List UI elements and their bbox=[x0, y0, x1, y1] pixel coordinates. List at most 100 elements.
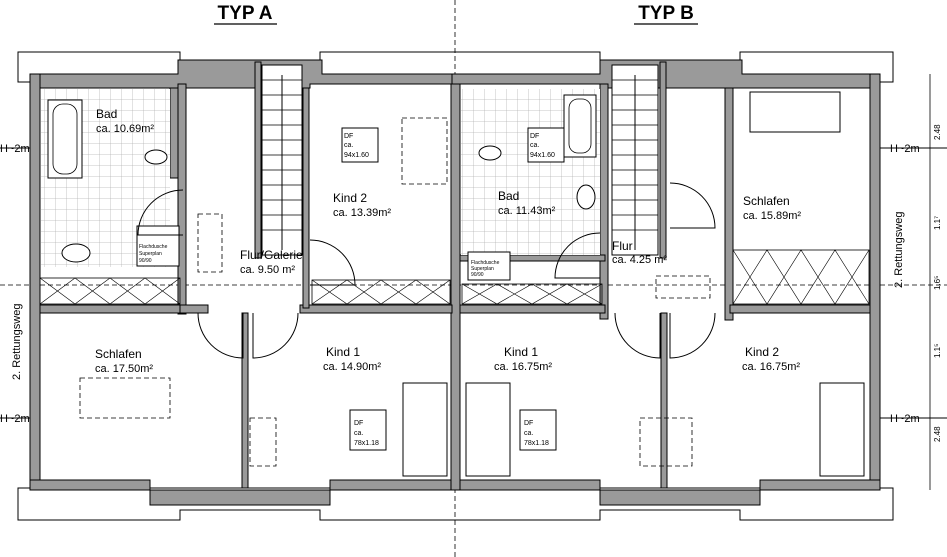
b-shower-l3: 90/90 bbox=[471, 272, 484, 278]
a-shower-l1: Flachdusche bbox=[139, 244, 168, 250]
b-shower bbox=[467, 251, 511, 281]
b-bad-name: Bad bbox=[498, 189, 519, 203]
a-skytop-ca: ca. bbox=[344, 142, 353, 149]
b-stairs bbox=[611, 64, 659, 256]
h2-left-top: H~2m bbox=[0, 143, 30, 155]
b-escape-route: 2. Rettungsweg bbox=[893, 212, 905, 288]
b-kind1-name: Kind 1 bbox=[504, 345, 538, 359]
a-schlafen-bed bbox=[79, 377, 171, 419]
b-schlafen-name: Schlafen bbox=[743, 194, 790, 208]
b-kind1-door bbox=[614, 312, 661, 359]
wall-b-stair-right bbox=[659, 61, 667, 259]
b-shower-l2: Superplan bbox=[471, 266, 494, 272]
b-kind2-door bbox=[669, 312, 716, 359]
a-kind1-desk bbox=[249, 417, 277, 467]
wall-a-schlafen-top2 bbox=[39, 304, 181, 314]
dim-2: 1.1⁷ bbox=[933, 216, 942, 230]
a-shower bbox=[136, 225, 180, 267]
b-gallery-hatch bbox=[461, 249, 870, 305]
wall-top-a bbox=[29, 59, 459, 89]
wall-a-kind2-left bbox=[302, 87, 310, 309]
title-typ-b: TYP B bbox=[638, 3, 694, 24]
party-wall bbox=[450, 83, 461, 491]
a-skybot-size: 78x1.18 bbox=[354, 440, 379, 447]
a-shower-l3: 90/90 bbox=[139, 258, 152, 264]
wall-bottom bbox=[29, 479, 881, 506]
a-schlafen-name: Schlafen bbox=[95, 347, 142, 361]
a-skybot-df: DF bbox=[354, 420, 363, 427]
a-bath-door bbox=[137, 189, 184, 236]
b-skylight-bottom bbox=[519, 409, 557, 451]
wall-a-kind1-left bbox=[241, 312, 249, 489]
a-bathtub-inner bbox=[52, 103, 78, 175]
b-kind1-bed bbox=[465, 382, 511, 477]
roof-bottom-outline bbox=[17, 487, 894, 521]
a-gallery-hatch bbox=[39, 277, 451, 305]
b-flur-area: ca. 4.25 m² bbox=[612, 254, 667, 266]
b-toilet bbox=[478, 145, 502, 161]
b-skybot-ca: ca. bbox=[524, 430, 533, 437]
b-schlafen-door bbox=[669, 182, 716, 229]
a-skylight-top bbox=[341, 127, 379, 163]
b-schlafen-bed bbox=[749, 91, 841, 133]
a-flur-area: ca. 9.50 m² bbox=[240, 264, 295, 276]
dim-4: 1.1⁵ bbox=[933, 344, 942, 358]
b-skytop-df: DF bbox=[530, 133, 539, 140]
wall-a-bath-right bbox=[169, 87, 179, 179]
b-shower-l1: Flachdusche bbox=[471, 260, 500, 266]
a-shower-l2: Superplan bbox=[139, 251, 162, 257]
a-flur-shelf bbox=[197, 213, 223, 273]
wall-b-kind2-top bbox=[729, 304, 871, 314]
a-escape-route: 2. Rettungsweg bbox=[11, 304, 23, 380]
dim-1: 2.48 bbox=[933, 124, 942, 140]
wall-a-stair-left bbox=[254, 61, 262, 259]
b-skybot-df: DF bbox=[524, 420, 533, 427]
wall-left bbox=[29, 73, 41, 490]
a-skylight-bottom bbox=[349, 409, 387, 451]
a-kind1-door bbox=[252, 312, 299, 359]
b-kind2-area: ca. 16.75m² bbox=[742, 361, 800, 373]
b-sink bbox=[576, 184, 596, 210]
a-kind2-bed bbox=[401, 117, 448, 185]
b-schlafen-area: ca. 15.89m² bbox=[743, 210, 801, 222]
a-kind1-bed bbox=[402, 382, 448, 477]
b-flur-shelf bbox=[655, 275, 711, 299]
a-kind1-area: ca. 14.90m² bbox=[323, 361, 381, 373]
b-skybot-size: 78x1.18 bbox=[524, 440, 549, 447]
wall-b-kind-divider bbox=[660, 312, 668, 489]
wall-a-schlafen-top bbox=[177, 304, 209, 314]
a-sink bbox=[61, 243, 91, 263]
b-bath-door bbox=[554, 232, 601, 279]
b-kind2-bed bbox=[819, 382, 865, 477]
b-kind2-name: Kind 2 bbox=[745, 345, 779, 359]
b-bathtub-inner bbox=[568, 98, 592, 154]
b-desks bbox=[639, 417, 693, 467]
a-bad-name: Bad bbox=[96, 107, 117, 121]
h2-left-bottom: H~2m bbox=[0, 413, 30, 425]
wall-a-kind1-top bbox=[299, 304, 453, 314]
wall-b-schlafen-left bbox=[724, 87, 734, 321]
b-kind1-area: ca. 16.75m² bbox=[494, 361, 552, 373]
a-skytop-df: DF bbox=[344, 133, 353, 140]
b-bad-area: ca. 11.43m² bbox=[498, 205, 556, 217]
a-skybot-ca: ca. bbox=[354, 430, 363, 437]
b-skytop-size: 94x1.60 bbox=[530, 152, 555, 159]
wall-a-bath-corridor bbox=[177, 83, 187, 315]
b-skytop-ca: ca. bbox=[530, 142, 539, 149]
b-skylight-top bbox=[527, 127, 565, 163]
a-bad-area: ca. 10.69m² bbox=[96, 123, 154, 135]
a-skytop-size: 94x1.60 bbox=[344, 152, 369, 159]
h2-right-top: H~2m bbox=[890, 143, 920, 155]
a-kind2-door bbox=[309, 239, 356, 286]
a-stairs bbox=[261, 64, 303, 256]
a-kind2-name: Kind 2 bbox=[333, 191, 367, 205]
h2-right-bottom: H~2m bbox=[890, 413, 920, 425]
a-schlafen-door bbox=[197, 312, 244, 359]
a-kind2-area: ca. 13.39m² bbox=[333, 207, 391, 219]
wall-right bbox=[869, 73, 881, 490]
dim-5: 2.48 bbox=[933, 426, 942, 442]
a-toilet bbox=[144, 149, 168, 165]
title-typ-a: TYP A bbox=[218, 3, 273, 24]
a-kind1-name: Kind 1 bbox=[326, 345, 360, 359]
